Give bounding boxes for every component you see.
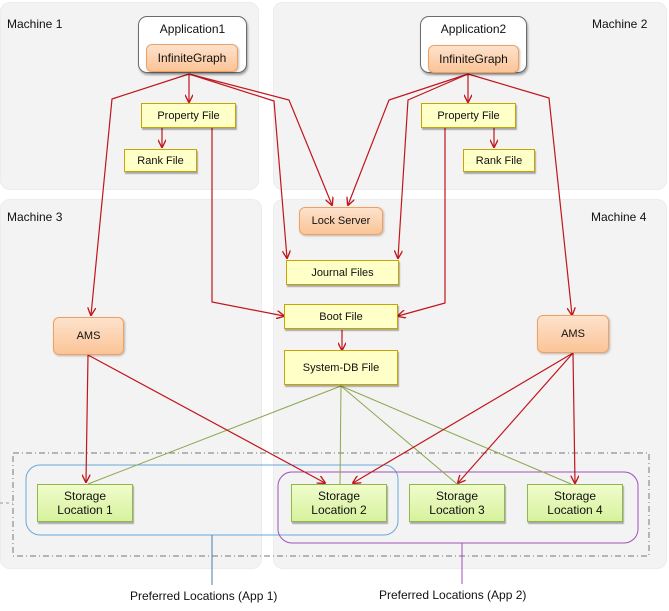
preferred-locations-app1-label: Preferred Locations (App 1) xyxy=(130,589,278,603)
storage-location-2-line2: Location 2 xyxy=(311,503,367,517)
storage-location-1-line1: Storage xyxy=(63,489,107,503)
storage-location-1-line2: Location 1 xyxy=(57,503,113,517)
storage-location-4-line1: Storage xyxy=(553,489,597,503)
storage-location-3: Storage Location 3 xyxy=(409,484,505,522)
infinitegraph-app2-label: InfiniteGraph xyxy=(439,52,508,66)
application-1-label: Application1 xyxy=(159,22,226,36)
storage-location-4: Storage Location 4 xyxy=(527,484,623,522)
property-file-app1: Property File xyxy=(141,103,236,128)
machine-2-label: Machine 2 xyxy=(592,17,648,31)
machine-3-label: Machine 3 xyxy=(7,210,63,224)
property-file-app2: Property File xyxy=(421,103,516,128)
application-2-label: Application2 xyxy=(440,22,507,36)
boot-file: Boot File xyxy=(284,304,398,329)
lock-server: Lock Server xyxy=(299,207,383,235)
storage-location-3-line2: Location 3 xyxy=(429,503,485,517)
ams-machine-4: AMS xyxy=(537,315,609,353)
storage-location-1: Storage Location 1 xyxy=(37,484,133,522)
storage-location-2: Storage Location 2 xyxy=(291,484,387,522)
ams-machine-3: AMS xyxy=(53,317,124,355)
infinitegraph-app1: InfiniteGraph xyxy=(146,44,238,72)
machine-4-label: Machine 4 xyxy=(591,210,647,224)
infinitegraph-app2: InfiniteGraph xyxy=(428,45,519,73)
machine-1-label: Machine 1 xyxy=(7,17,63,31)
storage-location-3-line1: Storage xyxy=(435,489,479,503)
preferred-locations-app2-label: Preferred Locations (App 2) xyxy=(379,588,527,602)
storage-location-2-line1: Storage xyxy=(317,489,361,503)
system-db-file: System-DB File xyxy=(284,350,398,385)
journal-files: Journal Files xyxy=(286,260,399,285)
rank-file-app2: Rank File xyxy=(463,149,535,172)
storage-location-4-line2: Location 4 xyxy=(547,503,603,517)
rank-file-app1: Rank File xyxy=(124,149,197,172)
infinitegraph-app1-label: InfiniteGraph xyxy=(157,51,227,65)
